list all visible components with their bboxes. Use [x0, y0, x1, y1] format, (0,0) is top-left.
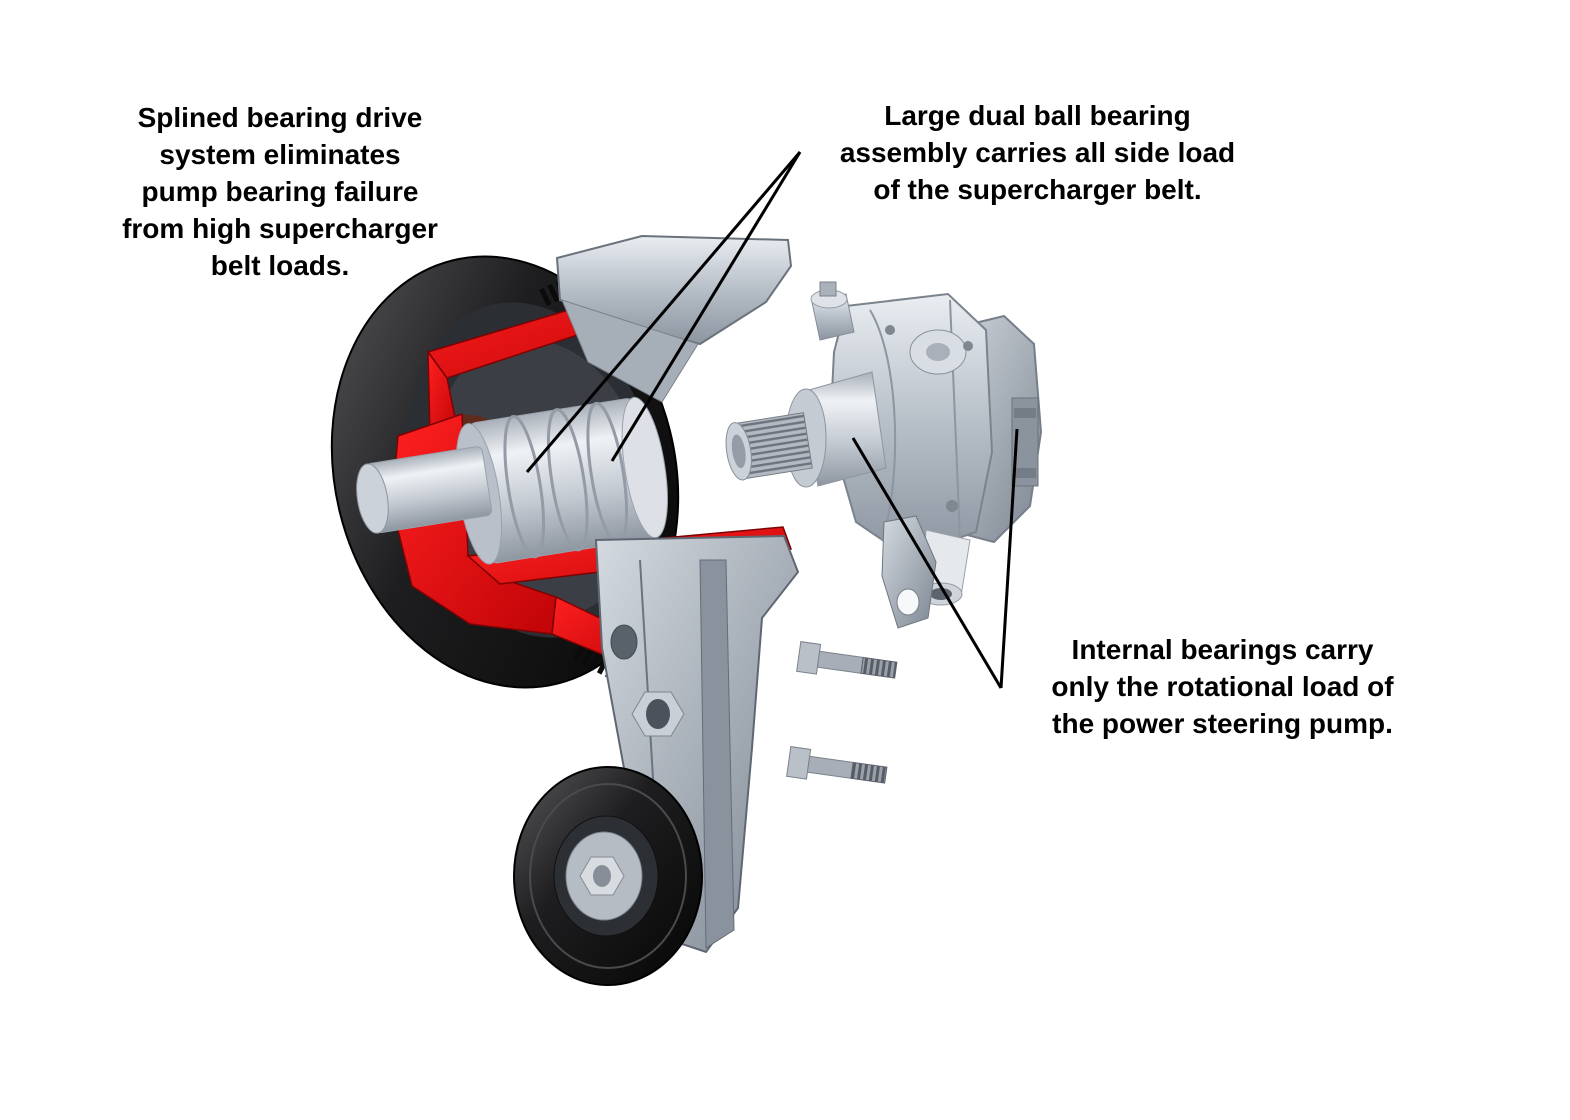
leader-internal-2	[999, 428, 1019, 689]
idler-pulley	[513, 766, 703, 986]
pump-bracket-arm	[881, 515, 937, 629]
bracket-hole-1	[646, 699, 670, 729]
drive-shaft	[356, 446, 493, 534]
pump-rear-notch-1	[1014, 408, 1036, 418]
pump-boss-center	[926, 343, 950, 361]
bearing-groove-1	[503, 414, 546, 559]
mounting-studs	[786, 641, 898, 784]
pump-bolt-3	[885, 325, 895, 335]
stud-upper-body	[816, 650, 864, 674]
bearing-assembly	[356, 396, 668, 565]
callout-dual-ball-bearing: Large dual ball bearing assembly carries…	[839, 100, 1236, 205]
spline-end-bore	[731, 434, 746, 469]
stud-lower-head	[786, 746, 812, 780]
leader-dualball-2	[610, 151, 802, 462]
pump-top-bolt	[819, 281, 837, 297]
pump-seam-1	[869, 309, 897, 541]
stud-lower-threads	[850, 761, 888, 784]
leader-dualball-1	[525, 151, 802, 473]
idler-rim-highlight	[529, 783, 687, 969]
pump-bolt-1	[946, 500, 958, 512]
leader-internal-1	[851, 437, 1003, 689]
bearing-groove-2	[546, 408, 589, 552]
pump-arm-hole	[896, 588, 920, 616]
bracket-fin	[699, 559, 735, 949]
idler-stud-end	[593, 865, 611, 887]
bracket-hole-2	[610, 624, 638, 660]
callout-splined-bearing: Splined bearing drive system eliminates …	[122, 102, 438, 281]
power-steering-pump	[725, 281, 1043, 629]
splined-input-shaft	[725, 412, 813, 481]
pump-bolt-2	[963, 341, 973, 351]
stud-lower	[786, 746, 888, 784]
pump-rear-notch-2	[1014, 468, 1036, 478]
bearing-face-right	[621, 396, 668, 539]
stud-upper	[796, 641, 898, 679]
stud-lower-body	[806, 755, 854, 779]
stud-upper-threads	[860, 656, 898, 679]
callout-internal-bearings: Internal bearings carry only the rotatio…	[1051, 634, 1394, 739]
stud-upper-head	[796, 641, 822, 675]
drive-shaft-end	[356, 463, 389, 534]
leader-lines	[525, 151, 1019, 689]
